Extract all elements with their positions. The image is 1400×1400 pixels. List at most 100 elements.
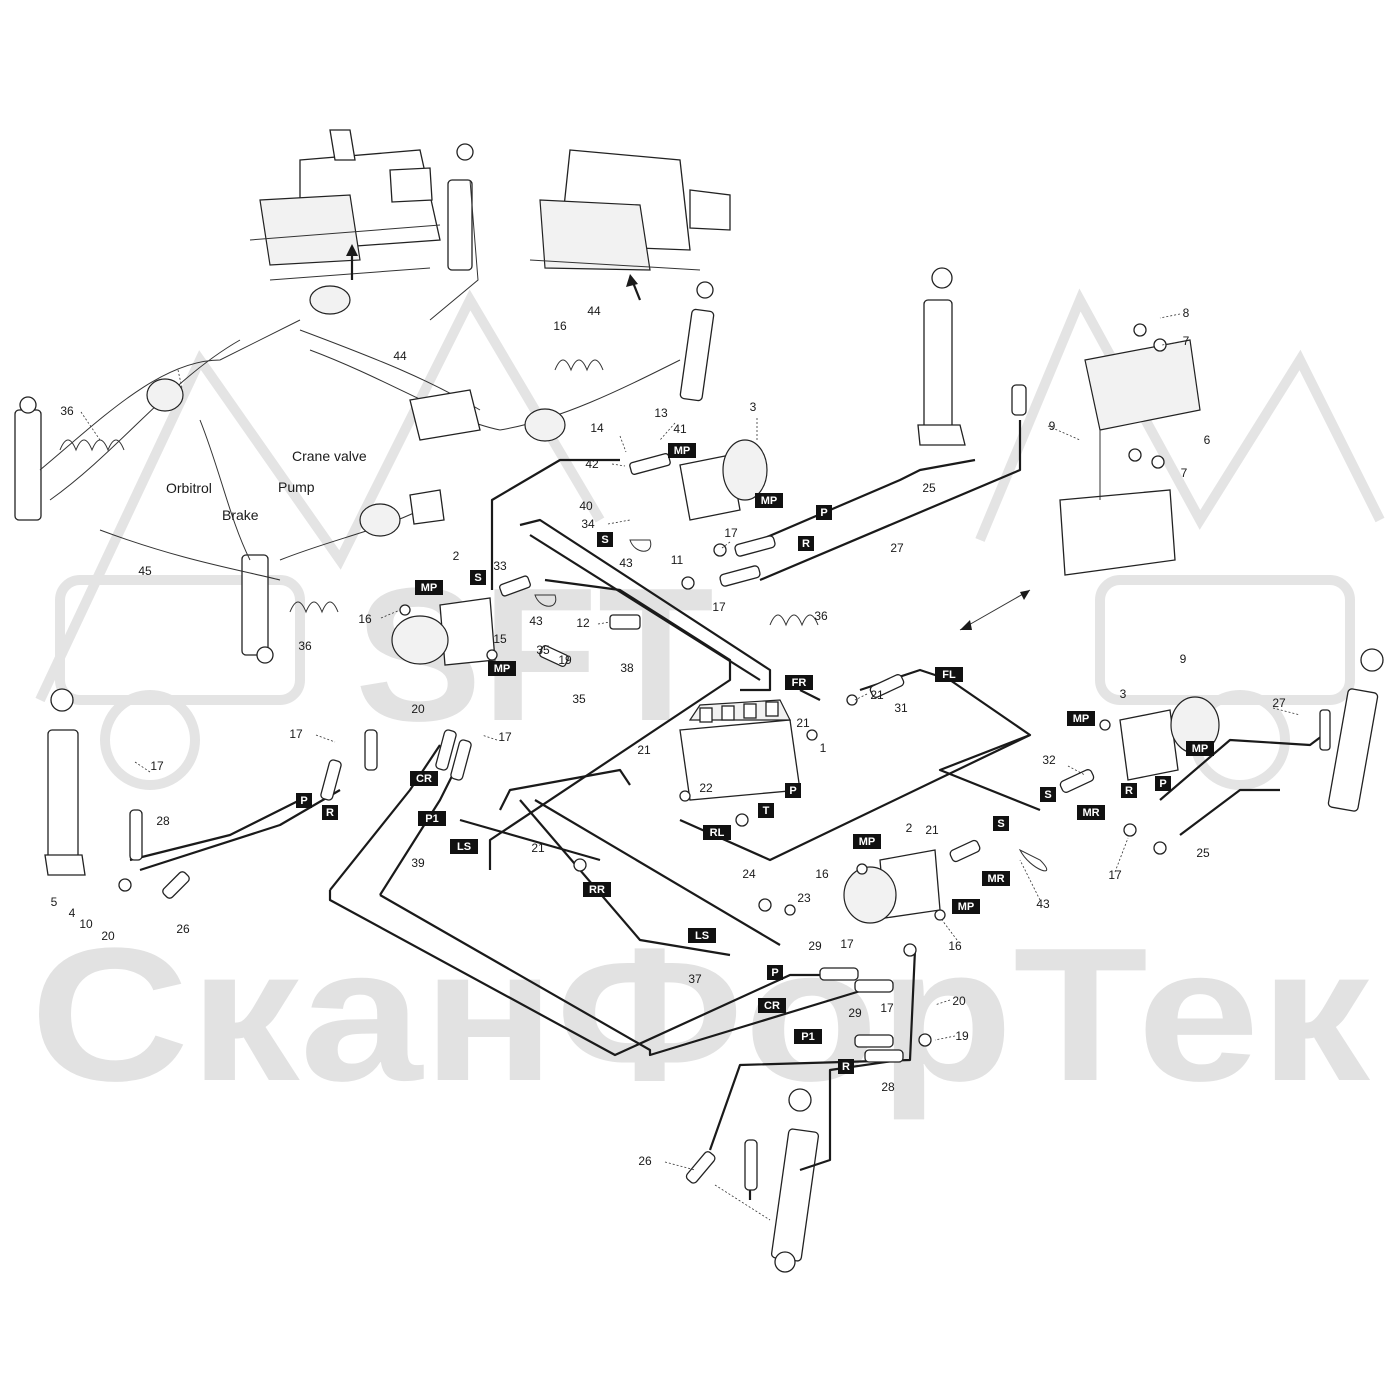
port-tag: RL: [703, 825, 731, 840]
part-number-callout: 29: [848, 1006, 862, 1020]
port-tag: S: [993, 816, 1009, 831]
port-tag-label: MP: [1192, 743, 1209, 755]
cylinder-bottom: [770, 1088, 820, 1273]
part-number-callout: 35: [536, 643, 550, 657]
part-number-callout: 2: [453, 549, 460, 563]
part-number-callout: 3: [1120, 687, 1127, 701]
port-tag-label: R: [1125, 785, 1133, 797]
port-tag: MP: [1186, 741, 1214, 756]
direction-arrows: [346, 244, 1031, 631]
part-number-callout: 4: [69, 906, 76, 920]
part-number-callout: 7: [1181, 466, 1188, 480]
port-tag-box: [758, 998, 786, 1013]
port-tag-box: [993, 816, 1009, 831]
port-tag: S: [1040, 787, 1056, 802]
port-tag-box: [838, 1059, 854, 1074]
port-tag: RR: [583, 882, 611, 897]
cylinder-top-left: [429, 143, 479, 321]
cylinder-top-right: [917, 267, 966, 446]
port-tag-label: MP: [859, 836, 876, 848]
part-number-callout: 16: [553, 319, 567, 333]
port-tag-label: P: [771, 967, 778, 979]
part-number-callout: 10: [79, 917, 93, 931]
part-number-callout: 14: [590, 421, 604, 435]
port-tag-box: [418, 811, 446, 826]
crane-valve-block: [1059, 323, 1201, 576]
port-tag-label: MP: [674, 445, 691, 457]
port-tag-label: CR: [764, 1000, 780, 1012]
part-number-callout: 15: [493, 632, 507, 646]
port-tag: CR: [758, 998, 786, 1013]
port-tag-label: MP: [761, 495, 778, 507]
brake-valve-mid: [391, 597, 496, 666]
port-tag: MR: [982, 871, 1010, 886]
port-tag-label: FL: [942, 669, 956, 681]
port-tag: S: [597, 532, 613, 547]
port-tag: R: [838, 1059, 854, 1074]
port-tag: FR: [785, 675, 813, 690]
port-tag-box: [798, 536, 814, 551]
port-tag-box: [935, 667, 963, 682]
port-tag-box: [1077, 805, 1105, 820]
port-tag: MP: [415, 580, 443, 595]
part-number-callout: 43: [1036, 897, 1050, 911]
part-number-callout: 5: [51, 895, 58, 909]
part-number-callout: 20: [101, 929, 115, 943]
part-number-callout: 28: [881, 1080, 895, 1094]
port-tag-box: [816, 505, 832, 520]
main-valve-block: [679, 699, 801, 801]
port-tags: MPMPPRSSMPMPFRFLPRCRP1RLPTMPMPRPSSMRMPMR…: [296, 443, 1214, 1074]
part-number-callout: 36: [60, 404, 74, 418]
port-tag-label: R: [842, 1061, 850, 1073]
port-tag: P: [1155, 776, 1171, 791]
port-tag-box: [758, 803, 774, 818]
part-name-brake: Brake: [222, 507, 259, 523]
part-number-callout: 7: [1183, 334, 1190, 348]
part-number-callout: 6: [1204, 433, 1211, 447]
port-tag: LS: [450, 839, 478, 854]
part-number-callout: 45: [138, 564, 152, 578]
part-number-callout: 17: [498, 730, 512, 744]
port-tag-label: R: [326, 807, 334, 819]
part-number-callout: 20: [411, 702, 425, 716]
part-number-callout: 37: [688, 972, 702, 986]
part-number-callout: 42: [585, 457, 599, 471]
part-number-callout: 17: [1108, 868, 1122, 882]
part-name-pump: Pump: [278, 479, 315, 495]
port-tag-label: S: [1044, 789, 1051, 801]
port-tag-box: [785, 675, 813, 690]
port-tag-label: P: [789, 785, 796, 797]
cylinder-left: [44, 688, 86, 876]
cylinder-top-mid: [679, 281, 715, 402]
port-tag-box: [1186, 741, 1214, 756]
leader-lines: [80, 313, 1301, 1221]
port-tag-box: [668, 443, 696, 458]
part-number-callout: 34: [581, 517, 595, 531]
part-number-callout: 35: [572, 692, 586, 706]
port-tag-box: [1155, 776, 1171, 791]
port-tag: MP: [952, 899, 980, 914]
part-number-callout: 17: [150, 759, 164, 773]
port-tag-label: P1: [801, 1031, 814, 1043]
part-number-callout: 8: [1183, 306, 1190, 320]
tractor-frame-left: [249, 129, 441, 281]
part-number-callout: 24: [742, 867, 756, 881]
cylinder-left-outer: [14, 396, 42, 521]
part-number-callout: 12: [576, 616, 590, 630]
port-tag-label: P1: [425, 813, 438, 825]
part-number-callout: 26: [638, 1154, 652, 1168]
part-number-callout: 26: [176, 922, 190, 936]
part-number-callout: 17: [840, 937, 854, 951]
part-number-callout: 9: [1049, 419, 1056, 433]
port-tag: CR: [410, 771, 438, 786]
port-tag: MP: [853, 834, 881, 849]
port-tag-label: CR: [416, 773, 432, 785]
brake-valve-bottom: [843, 849, 941, 924]
part-number-callout: 19: [955, 1029, 969, 1043]
fittings: [118, 384, 1331, 1191]
part-number-callout: 16: [948, 939, 962, 953]
port-tag-box: [1121, 783, 1137, 798]
